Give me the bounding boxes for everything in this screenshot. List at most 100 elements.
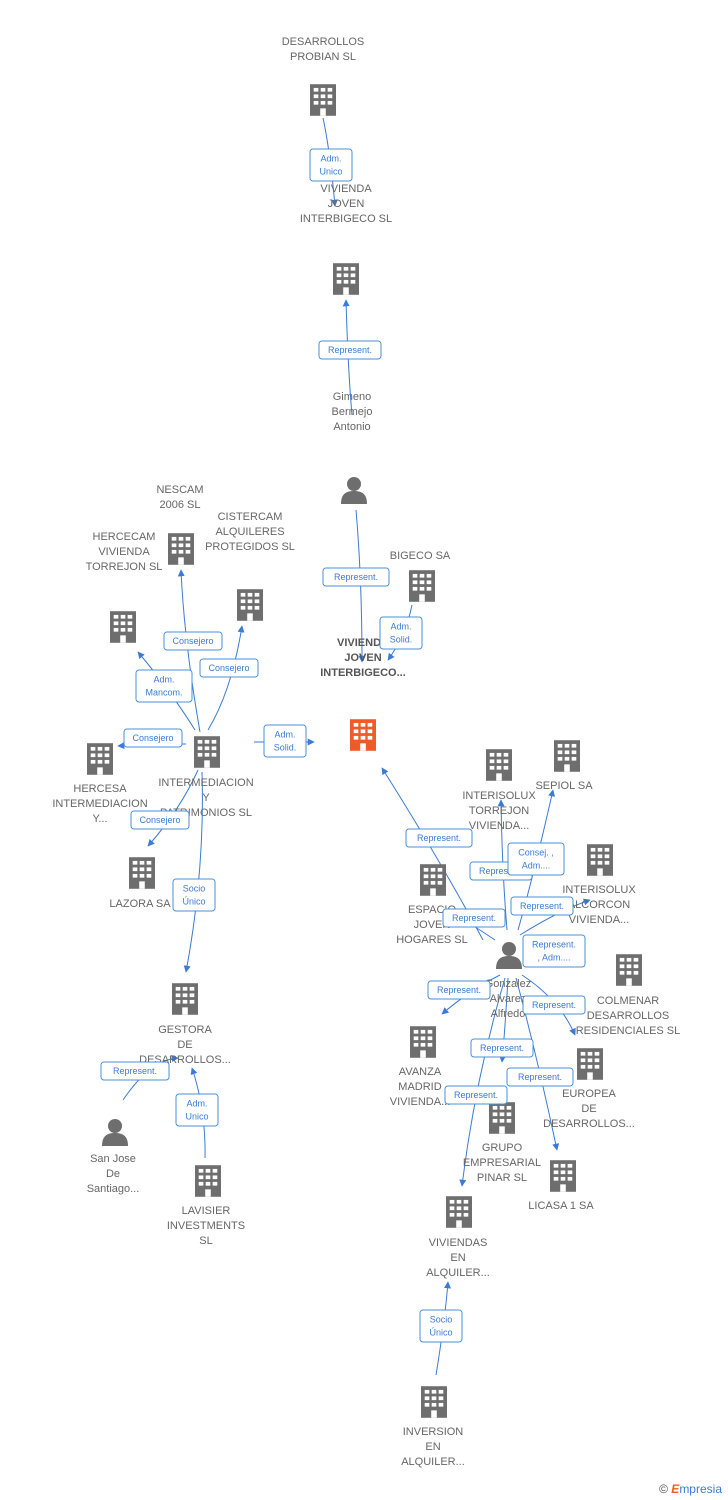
edge-label-text: Consej. , [518, 848, 554, 858]
edge-label-text: Socio [430, 1315, 453, 1325]
node-n5[interactable]: VIVIENDAJOVENINTERBIGECO... [320, 637, 406, 751]
building-icon[interactable] [194, 736, 220, 768]
node-n10[interactable]: HERCESAINTERMEDIACIONY... [52, 743, 148, 825]
building-icon[interactable] [587, 844, 613, 876]
building-icon[interactable] [616, 954, 642, 986]
edge-label-n19-n18[interactable]: Represent. [442, 908, 506, 928]
building-icon[interactable] [420, 864, 446, 896]
person-icon[interactable] [102, 1119, 128, 1146]
building-icon[interactable] [129, 857, 155, 889]
node-n25[interactable]: VIVIENDASENALQUILER... [426, 1196, 490, 1279]
node-label: DE [177, 1039, 192, 1051]
building-icon[interactable] [172, 983, 198, 1015]
edge-label-n19-n25[interactable]: Represent. [444, 1085, 508, 1105]
node-label: DESARROLLOS [587, 1010, 670, 1022]
edge-label-n19-n22[interactable]: Represent. [522, 995, 586, 1015]
edge-label-box [309, 148, 353, 182]
building-icon[interactable] [350, 719, 376, 751]
node-label: INTERMEDIACION [52, 798, 147, 810]
node-label: Antonio [333, 421, 370, 433]
node-n17[interactable]: INTERISOLUXALCORCONVIVIENDA... [562, 844, 636, 926]
edge-label-n1-n2[interactable]: Adm.Unico [309, 148, 353, 182]
person-icon[interactable] [496, 942, 522, 969]
edge-label-n9-n7[interactable]: Consejero [199, 658, 259, 678]
edge-label-text: Consejero [139, 815, 180, 825]
building-icon[interactable] [489, 1102, 515, 1134]
edge-label-text: Solid. [390, 635, 413, 645]
node-label: INTERBIGECO SL [300, 213, 392, 225]
node-n13[interactable]: San JoseDeSantiago... [87, 1119, 140, 1195]
node-n24[interactable]: LICASA 1 SA [528, 1160, 594, 1212]
edge-label-n13-n12[interactable]: Represent. [100, 1061, 170, 1081]
edge-label-text: Represent. [520, 901, 564, 911]
edge-label-n19-n20[interactable]: Represent., Adm.... [522, 934, 586, 968]
node-label: SEPIOL SA [535, 780, 593, 792]
building-icon[interactable] [486, 749, 512, 781]
node-n21[interactable]: AVANZAMADRIDVIVIENDA... [390, 1026, 451, 1108]
node-label: San Jose [90, 1153, 136, 1165]
edge-label-n9-n8[interactable]: Adm.Mancom. [135, 669, 193, 703]
edge-label-n9-n11[interactable]: Consejero [130, 810, 190, 830]
edge-label-n19-n21[interactable]: Represent. [427, 980, 491, 1000]
building-icon[interactable] [195, 1165, 221, 1197]
node-label: LICASA 1 SA [528, 1200, 594, 1212]
building-icon[interactable] [446, 1196, 472, 1228]
building-icon[interactable] [550, 1160, 576, 1192]
edge-label-text: , Adm.... [537, 953, 570, 963]
edge-label-n4-n5[interactable]: Adm.Solid. [379, 616, 423, 650]
node-label: Alfredo [491, 1008, 526, 1020]
edge-label-n19-n5[interactable]: Represent. [405, 828, 473, 848]
edge-label-n19-n17[interactable]: Represent. [510, 896, 574, 916]
edge-label-n3-n5[interactable]: Represent. [322, 567, 390, 587]
building-icon[interactable] [409, 570, 435, 602]
node-n12[interactable]: GESTORADEDESARROLLOS... [139, 983, 231, 1066]
node-n4[interactable]: BIGECO SA [390, 550, 451, 602]
node-n22[interactable]: EUROPEADEDESARROLLOS... [543, 1048, 635, 1130]
edge-label-n19-n16[interactable]: Consej. ,Adm.... [507, 842, 565, 876]
node-n15[interactable]: INTERISOLUXTORREJONVIVIENDA... [462, 749, 536, 832]
building-icon[interactable] [410, 1026, 436, 1058]
building-icon[interactable] [168, 533, 194, 565]
node-label: VIVIENDAS [429, 1237, 488, 1249]
building-icon[interactable] [577, 1048, 603, 1080]
node-n16[interactable]: SEPIOL SA [535, 740, 593, 792]
edge-label-text: Represent. [532, 1000, 576, 1010]
edge-label-n9-n6[interactable]: Consejero [163, 631, 223, 651]
edge-label-n19-n23[interactable]: Represent. [470, 1038, 534, 1058]
building-icon[interactable] [110, 611, 136, 643]
building-icon[interactable] [310, 84, 336, 116]
edge-label-n9-n5[interactable]: Adm.Solid. [263, 724, 307, 758]
building-icon[interactable] [421, 1386, 447, 1418]
building-icon[interactable] [554, 740, 580, 772]
node-label: INVERSION [403, 1426, 464, 1438]
edge-label-n14-n12[interactable]: Adm.Unico [175, 1093, 219, 1127]
person-icon[interactable] [341, 477, 367, 504]
node-n11[interactable]: LAZORA SA [109, 857, 171, 910]
node-label: HOGARES SL [396, 934, 468, 946]
empresia-watermark[interactable]: © Empresia [659, 1482, 722, 1496]
edge-label-n19-n24[interactable]: Represent. [506, 1067, 574, 1087]
building-icon[interactable] [333, 263, 359, 295]
node-n26[interactable]: INVERSIONENALQUILER... [401, 1386, 465, 1468]
edge-n9-n6 [177, 569, 201, 733]
edge-label-n3-n2[interactable]: Represent. [318, 340, 382, 360]
building-icon[interactable] [237, 589, 263, 621]
building-icon[interactable] [87, 743, 113, 775]
edge-label-n9-n10[interactable]: Consejero [123, 728, 183, 748]
edge-n19-n25 [459, 977, 506, 1187]
